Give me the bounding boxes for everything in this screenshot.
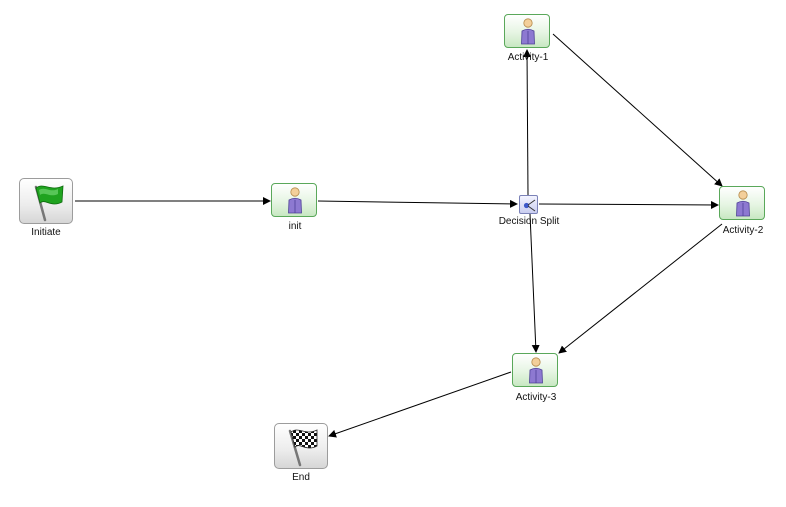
init-label: init (288, 221, 302, 232)
edge-activity-3-to-end[interactable] (328, 371, 512, 438)
activity-2-label: Activity-2 (722, 225, 764, 236)
init-box[interactable] (271, 183, 317, 217)
edge-activity-1-to-activity-2[interactable] (552, 33, 723, 187)
edge-decision-split-to-activity-3[interactable] (529, 213, 540, 353)
activity-3-label: Activity-3 (515, 392, 557, 403)
person-icon (521, 18, 535, 45)
person-icon (529, 357, 543, 384)
end-box[interactable] (274, 423, 328, 469)
person-icon (736, 190, 750, 217)
decision-split-icon (523, 199, 536, 212)
checkered-flag-icon (288, 429, 318, 467)
end-label: End (292, 472, 310, 483)
decision-split-box[interactable] (519, 195, 538, 214)
edge-activity-2-to-activity-3[interactable] (558, 223, 723, 354)
activity-2-box[interactable] (719, 186, 765, 220)
edge-decision-split-to-activity-2[interactable] (538, 200, 719, 209)
initiate-box[interactable] (19, 178, 73, 224)
activity-3-box[interactable] (512, 353, 558, 387)
person-icon (288, 187, 302, 214)
edge-init-to-decision-split[interactable] (317, 199, 518, 208)
green-flag-icon (34, 185, 64, 222)
initiate-label: Initiate (31, 227, 61, 238)
activity-1-label: Activity-1 (507, 52, 549, 63)
activity-1-box[interactable] (504, 14, 550, 48)
decision-split-label: Decision Split (498, 216, 560, 227)
edge-decision-split-to-activity-1[interactable] (523, 49, 532, 196)
